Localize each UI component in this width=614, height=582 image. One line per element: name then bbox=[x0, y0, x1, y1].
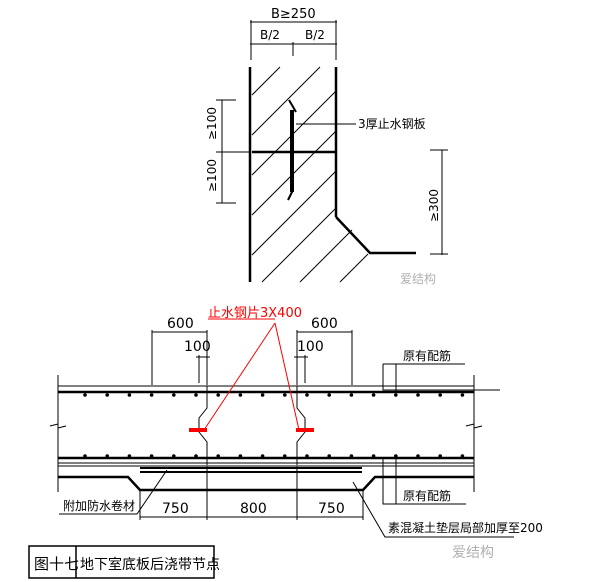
dim-750-right: 750 bbox=[318, 501, 345, 517]
rebar-dot bbox=[127, 454, 132, 458]
plate-label: 3厚止水钢板 bbox=[358, 117, 426, 131]
rebar-dot bbox=[416, 393, 420, 397]
wall-section bbox=[216, 20, 448, 283]
rebar-dot bbox=[460, 454, 465, 458]
rebar-dot bbox=[416, 454, 420, 458]
title-block bbox=[28, 545, 215, 579]
rebar-dot bbox=[216, 393, 220, 397]
rebar-dot bbox=[305, 454, 309, 458]
rebar-dot bbox=[105, 454, 109, 458]
dim-600-left: 600 bbox=[167, 316, 194, 332]
rebar-dot bbox=[172, 454, 176, 458]
rebar-dot bbox=[149, 454, 154, 458]
dim-800: 800 bbox=[240, 501, 267, 517]
rebar-dot bbox=[238, 454, 243, 458]
rebar-dot bbox=[438, 393, 443, 397]
dim-total: B≥250 bbox=[271, 7, 316, 22]
rebar-dot bbox=[194, 454, 198, 458]
dim-right: ≥300 bbox=[427, 189, 441, 222]
rebar-dot bbox=[349, 454, 354, 458]
dim-600-right: 600 bbox=[311, 316, 338, 332]
rebar-dots bbox=[83, 393, 465, 458]
waterstop-plates bbox=[189, 318, 314, 432]
existing-rebar-bottom: 原有配筋 bbox=[403, 488, 451, 503]
figure-number: 图十七 bbox=[34, 555, 79, 573]
existing-rebar-top: 原有配筋 bbox=[403, 348, 451, 363]
rebar-dot bbox=[238, 393, 243, 397]
dim-100-right: 100 bbox=[297, 339, 324, 355]
rebar-dot bbox=[260, 454, 265, 458]
rebar-dot bbox=[394, 393, 398, 397]
rebar-dot bbox=[127, 393, 132, 397]
dim-half-left: B/2 bbox=[260, 28, 280, 42]
rebar-dot bbox=[83, 393, 87, 397]
rebar-dot bbox=[105, 393, 109, 397]
rebar-dot bbox=[371, 393, 376, 397]
cushion-label: 素混凝土垫层局部加厚至200 bbox=[388, 520, 543, 535]
dim-750-left: 750 bbox=[162, 501, 189, 517]
dim-left-lower: ≥100 bbox=[205, 159, 219, 192]
dim-half-right: B/2 bbox=[305, 28, 325, 42]
dim-left-upper: ≥100 bbox=[205, 107, 219, 140]
rebar-dot bbox=[283, 393, 287, 397]
rebar-dot bbox=[216, 454, 220, 458]
rebar-dot bbox=[149, 393, 154, 397]
rebar-dot bbox=[83, 454, 87, 458]
rebar-dot bbox=[327, 393, 332, 397]
watermark-top: 爱结构 bbox=[400, 271, 436, 286]
rebar-dot bbox=[172, 393, 176, 397]
rebar-dot bbox=[460, 393, 465, 397]
rebar-dot bbox=[283, 454, 287, 458]
rebar-dot bbox=[349, 393, 354, 397]
rebar-dot bbox=[327, 454, 332, 458]
watermark-bottom: 爱结构 bbox=[452, 545, 494, 561]
rebar-dot bbox=[305, 393, 309, 397]
dim-100-left: 100 bbox=[184, 339, 211, 355]
membrane-label: 附加防水卷材 bbox=[63, 498, 135, 513]
rebar-dot bbox=[194, 393, 198, 397]
figure-caption: 地下室底板后浇带节点 bbox=[80, 556, 220, 573]
rebar-dot bbox=[260, 393, 265, 397]
rebar-dot bbox=[438, 454, 443, 458]
slab-section bbox=[49, 330, 514, 538]
waterstop-label: 止水钢片3X400 bbox=[208, 306, 302, 321]
rebar-dot bbox=[371, 454, 376, 458]
rebar-dot bbox=[394, 454, 398, 458]
